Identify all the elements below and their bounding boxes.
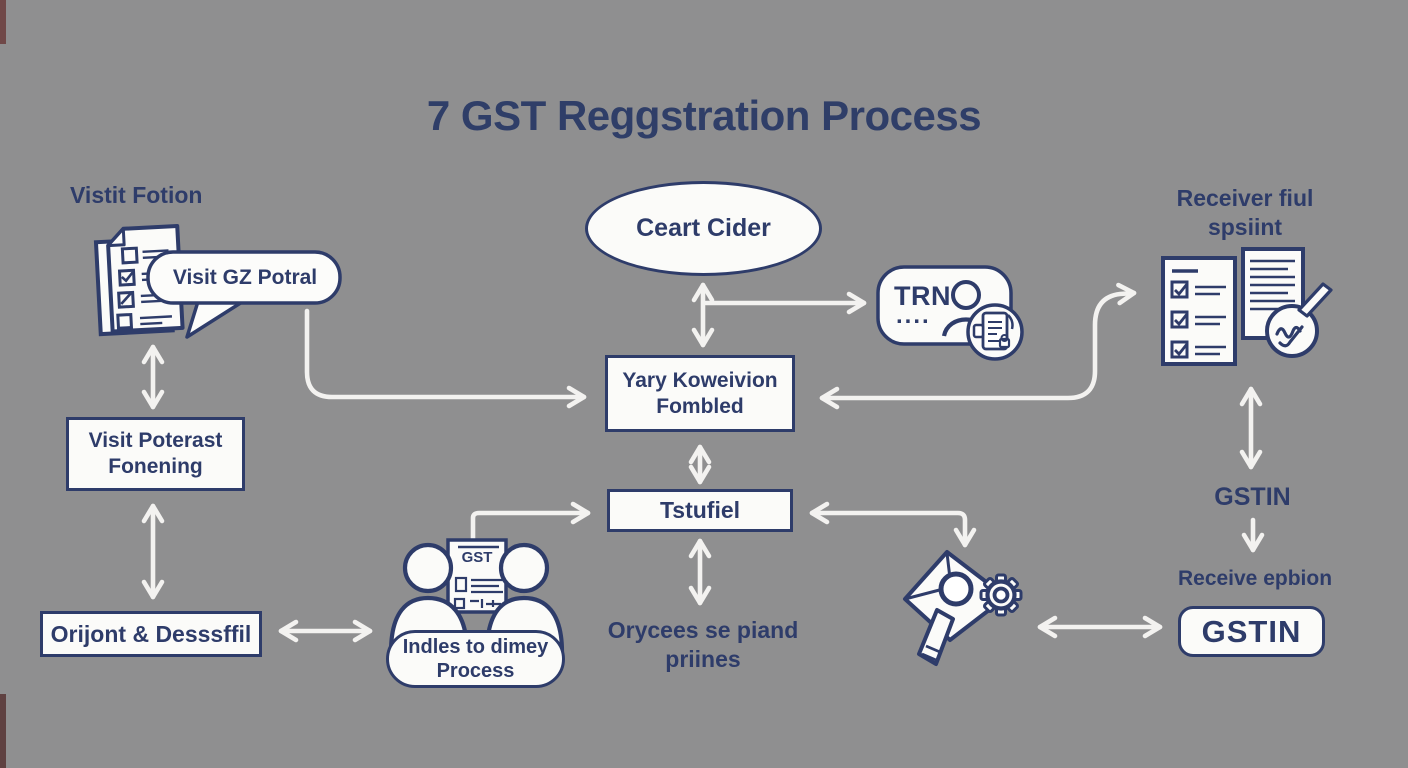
inspection-icon <box>903 550 1023 666</box>
text-document-icon <box>1241 247 1333 358</box>
process-note: Orycees se piand priines <box>590 616 816 674</box>
speech-bubble-label: Visit GZ Potral <box>172 266 318 289</box>
arrow-submit-to-inspection <box>809 501 977 548</box>
documents-box-label: Orijont & Desssffil <box>50 620 252 647</box>
step-heading-receive-line2: spsiint <box>1207 213 1283 240</box>
arrow-officers-to-submit <box>470 501 591 543</box>
edge-artifact-top <box>0 0 6 44</box>
start-ellipse: Ceart Cider <box>585 181 822 276</box>
submit-box: Tstufiel <box>607 489 793 532</box>
gstin-pill: GSTIN <box>1178 606 1325 657</box>
receive-label: Receive epbion <box>1177 567 1333 590</box>
checklist-document-icon-right <box>1161 256 1237 366</box>
start-ellipse-label: Ceart Cider <box>636 214 771 243</box>
verification-box: Yary Koweivion Fombled <box>605 355 795 432</box>
arrow-bubble-to-verification <box>304 308 587 409</box>
submit-box-label: Tstufiel <box>659 497 741 524</box>
verification-box-line2: Fombled <box>656 394 744 418</box>
gst-document-label: GST <box>461 549 493 566</box>
step-heading-visit: Vistit Fotion <box>70 182 203 208</box>
portal-box-line2: Fonening <box>108 455 203 478</box>
documents-box: Orijont & Desssffil <box>40 611 262 657</box>
verification-box-line1: Yary Koweivion <box>622 368 778 392</box>
officers-pill-line1: Indles to dimey <box>402 635 549 658</box>
edge-artifact-bottom <box>0 694 6 768</box>
portal-box-line1: Visit Poterast <box>88 429 223 453</box>
step-heading-receive: Receiver fiul spsiint <box>1145 184 1345 242</box>
process-note-line1: Orycees se piand <box>607 617 799 643</box>
flow-arrows <box>141 282 1265 643</box>
gstin-text-label: GSTIN <box>1214 483 1291 511</box>
step-heading-receive-line1: Receiver fiul <box>1176 185 1314 211</box>
portal-box: Visit Poterast Fonening <box>66 417 245 491</box>
magnifier-icon <box>917 571 974 666</box>
gear-icon <box>979 573 1023 617</box>
page-title: 7 GST Reggstration Process <box>426 92 982 139</box>
officers-pill-line2: Process <box>436 660 515 682</box>
pencil-signature-icon <box>1265 282 1333 358</box>
officers-pill: Indles to dimey Process <box>386 630 565 688</box>
gst-document-icon <box>446 538 508 614</box>
arrow-verification-documents-curve <box>819 282 1137 410</box>
person-icon <box>941 280 991 337</box>
speech-bubble-icon <box>146 250 342 339</box>
trn-box-shape <box>876 265 1024 361</box>
gstin-pill-label: GSTIN <box>1201 613 1302 649</box>
document-badge-icon <box>966 303 1024 361</box>
trn-dots: .... <box>896 302 931 329</box>
process-note-line2: priines <box>665 645 741 672</box>
